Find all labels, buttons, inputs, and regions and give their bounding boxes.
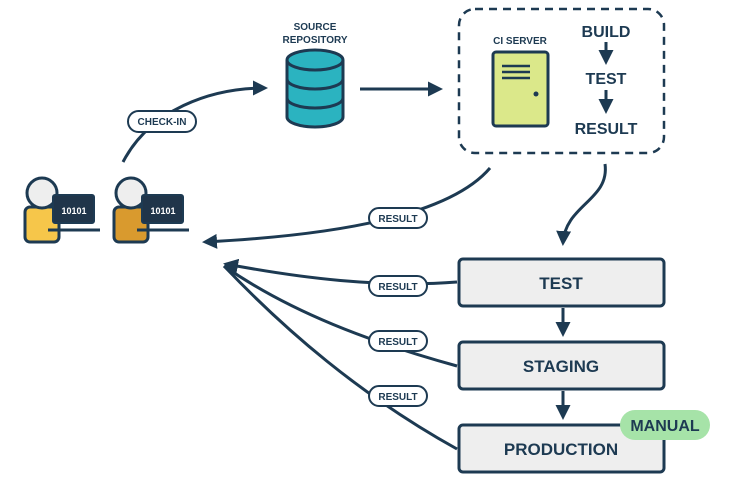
svg-text:CHECK-IN: CHECK-IN <box>138 117 187 128</box>
build-label: BUILD <box>582 24 631 41</box>
stage-staging-label: STAGING <box>523 357 599 376</box>
test-result-arrow <box>223 258 458 286</box>
production-result-arrow <box>222 264 458 451</box>
check-in-arrow <box>121 80 268 163</box>
developer-1: 10101 <box>23 176 100 244</box>
svg-text:RESULT: RESULT <box>378 337 417 348</box>
ci-result-pill: RESULT <box>368 207 428 229</box>
svg-text:RESULT: RESULT <box>378 392 417 403</box>
laptop-screen-text: 10101 <box>150 206 175 216</box>
developer-icon <box>23 176 61 244</box>
stage-production-label: PRODUCTION <box>504 440 618 459</box>
developer-icon <box>112 176 150 244</box>
source-repository-label-line2: REPOSITORY <box>282 35 347 46</box>
server-icon <box>491 50 550 128</box>
production-result-pill: RESULT <box>368 385 428 407</box>
check-in-pill: CHECK-IN <box>127 110 197 133</box>
svg-text:MANUAL: MANUAL <box>630 418 700 435</box>
database-icon <box>285 48 345 129</box>
source-repository-label-line1: SOURCE <box>294 22 337 33</box>
test-result-pill: RESULT <box>368 275 428 297</box>
ci-result-arrow <box>202 167 492 249</box>
laptop-icon: 10101 <box>48 194 100 232</box>
manual-badge: MANUAL <box>620 410 710 440</box>
svg-text:RESULT: RESULT <box>378 214 417 225</box>
staging-result-arrow <box>223 264 458 368</box>
stage-production: PRODUCTION <box>457 423 666 474</box>
ci-to-pipeline-arrow <box>556 163 607 246</box>
laptop-screen-text: 10101 <box>61 206 86 216</box>
stage-test-label: TEST <box>539 274 583 293</box>
stage-staging: STAGING <box>457 340 666 391</box>
result-small-label: RESULT <box>575 121 638 138</box>
svg-text:RESULT: RESULT <box>378 282 417 293</box>
ci-server-label: CI SERVER <box>493 36 547 47</box>
laptop-icon: 10101 <box>137 194 189 232</box>
test-small-label: TEST <box>586 71 627 88</box>
developer-2: 10101 <box>112 176 189 244</box>
stage-test: TEST <box>457 257 666 308</box>
staging-result-pill: RESULT <box>368 330 428 352</box>
